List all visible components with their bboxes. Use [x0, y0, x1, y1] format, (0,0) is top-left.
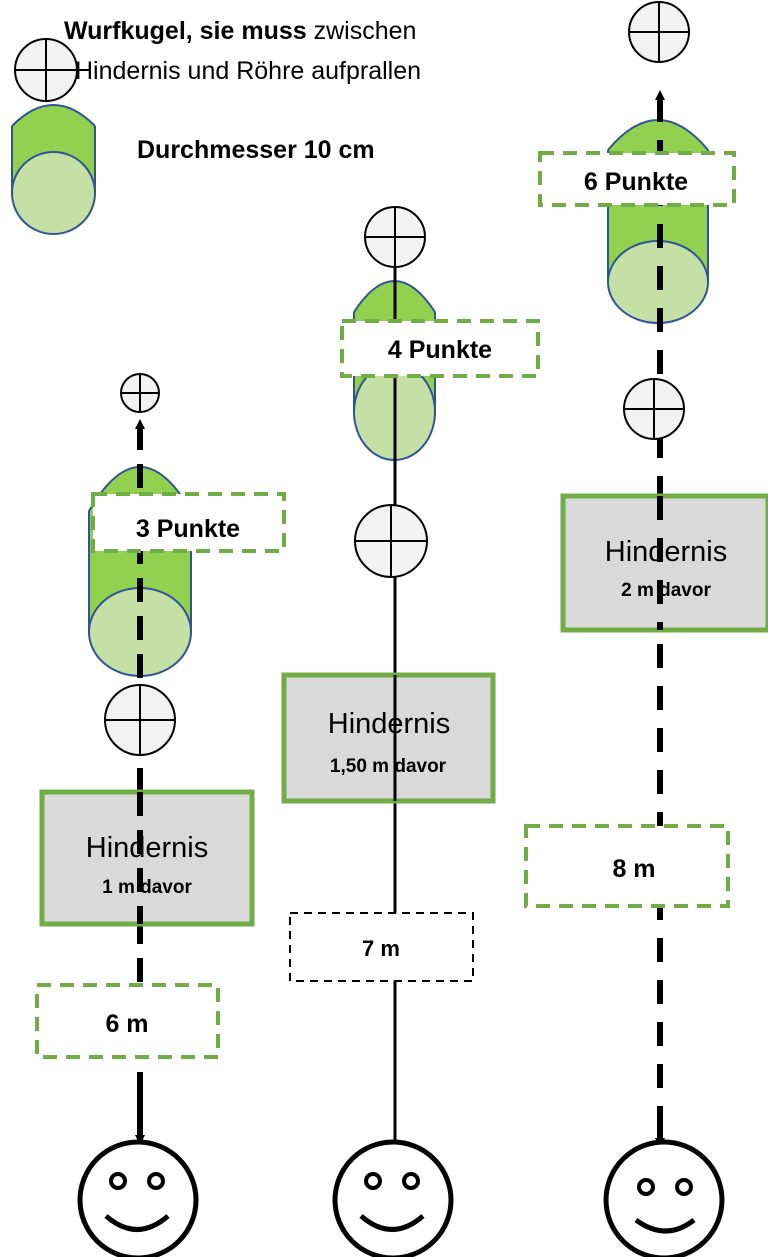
- distance-label-box: [35, 983, 220, 1059]
- legend: Wurfkugel, sie muss zwischen Hindernis u…: [11, 17, 421, 235]
- points-label-box: [91, 492, 286, 553]
- station-1-obstacle-distance: 1 m davor: [102, 877, 192, 898]
- points-label-box: [340, 319, 540, 378]
- target-ball-bottom: [104, 684, 176, 756]
- points-label: 6 Punkte: [584, 168, 688, 196]
- target-ball-top: [120, 373, 160, 413]
- distance-label: 6 m: [105, 1010, 148, 1038]
- legend-ball-icon: [14, 38, 78, 102]
- station-2-obstacle-box: [281, 672, 496, 804]
- target-ball-top: [628, 1, 690, 63]
- legend-ball-text-line1: Wurfkugel, sie muss zwischen: [64, 17, 416, 45]
- legend-ball-text-line2: Hindernis und Röhre aufprallen: [75, 57, 421, 85]
- distance-label-box: [524, 824, 730, 908]
- station-3-obstacle-box: [560, 493, 768, 633]
- target-ball-bottom: [623, 378, 685, 440]
- thrower-smiley-icon: [332, 1139, 454, 1257]
- station-2-obstacle-distance: 1,50 m davor: [330, 756, 447, 777]
- thrower-smiley-icon: [77, 1139, 199, 1257]
- target-ball-top: [364, 206, 426, 268]
- station-1-obstacle-label: Hindernis: [86, 832, 209, 864]
- points-label: 4 Punkte: [388, 336, 492, 364]
- points-label: 3 Punkte: [136, 515, 240, 543]
- target-ball-bottom: [354, 504, 428, 578]
- distance-label-box: [289, 912, 474, 982]
- station-3-obstacle-distance: 2 m davor: [621, 580, 711, 601]
- thrower-smiley-icon: [603, 1139, 725, 1257]
- legend-tube-icon: [11, 104, 96, 235]
- legend-tube-text: Durchmesser 10 cm: [137, 136, 375, 164]
- station-2-obstacle-label: Hindernis: [328, 708, 451, 740]
- station-1-obstacle-box: [39, 789, 255, 927]
- points-label-box: [538, 151, 736, 207]
- distance-label: 7 m: [362, 936, 400, 961]
- station-3-obstacle-label: Hindernis: [605, 536, 728, 568]
- distance-label: 8 m: [612, 855, 655, 883]
